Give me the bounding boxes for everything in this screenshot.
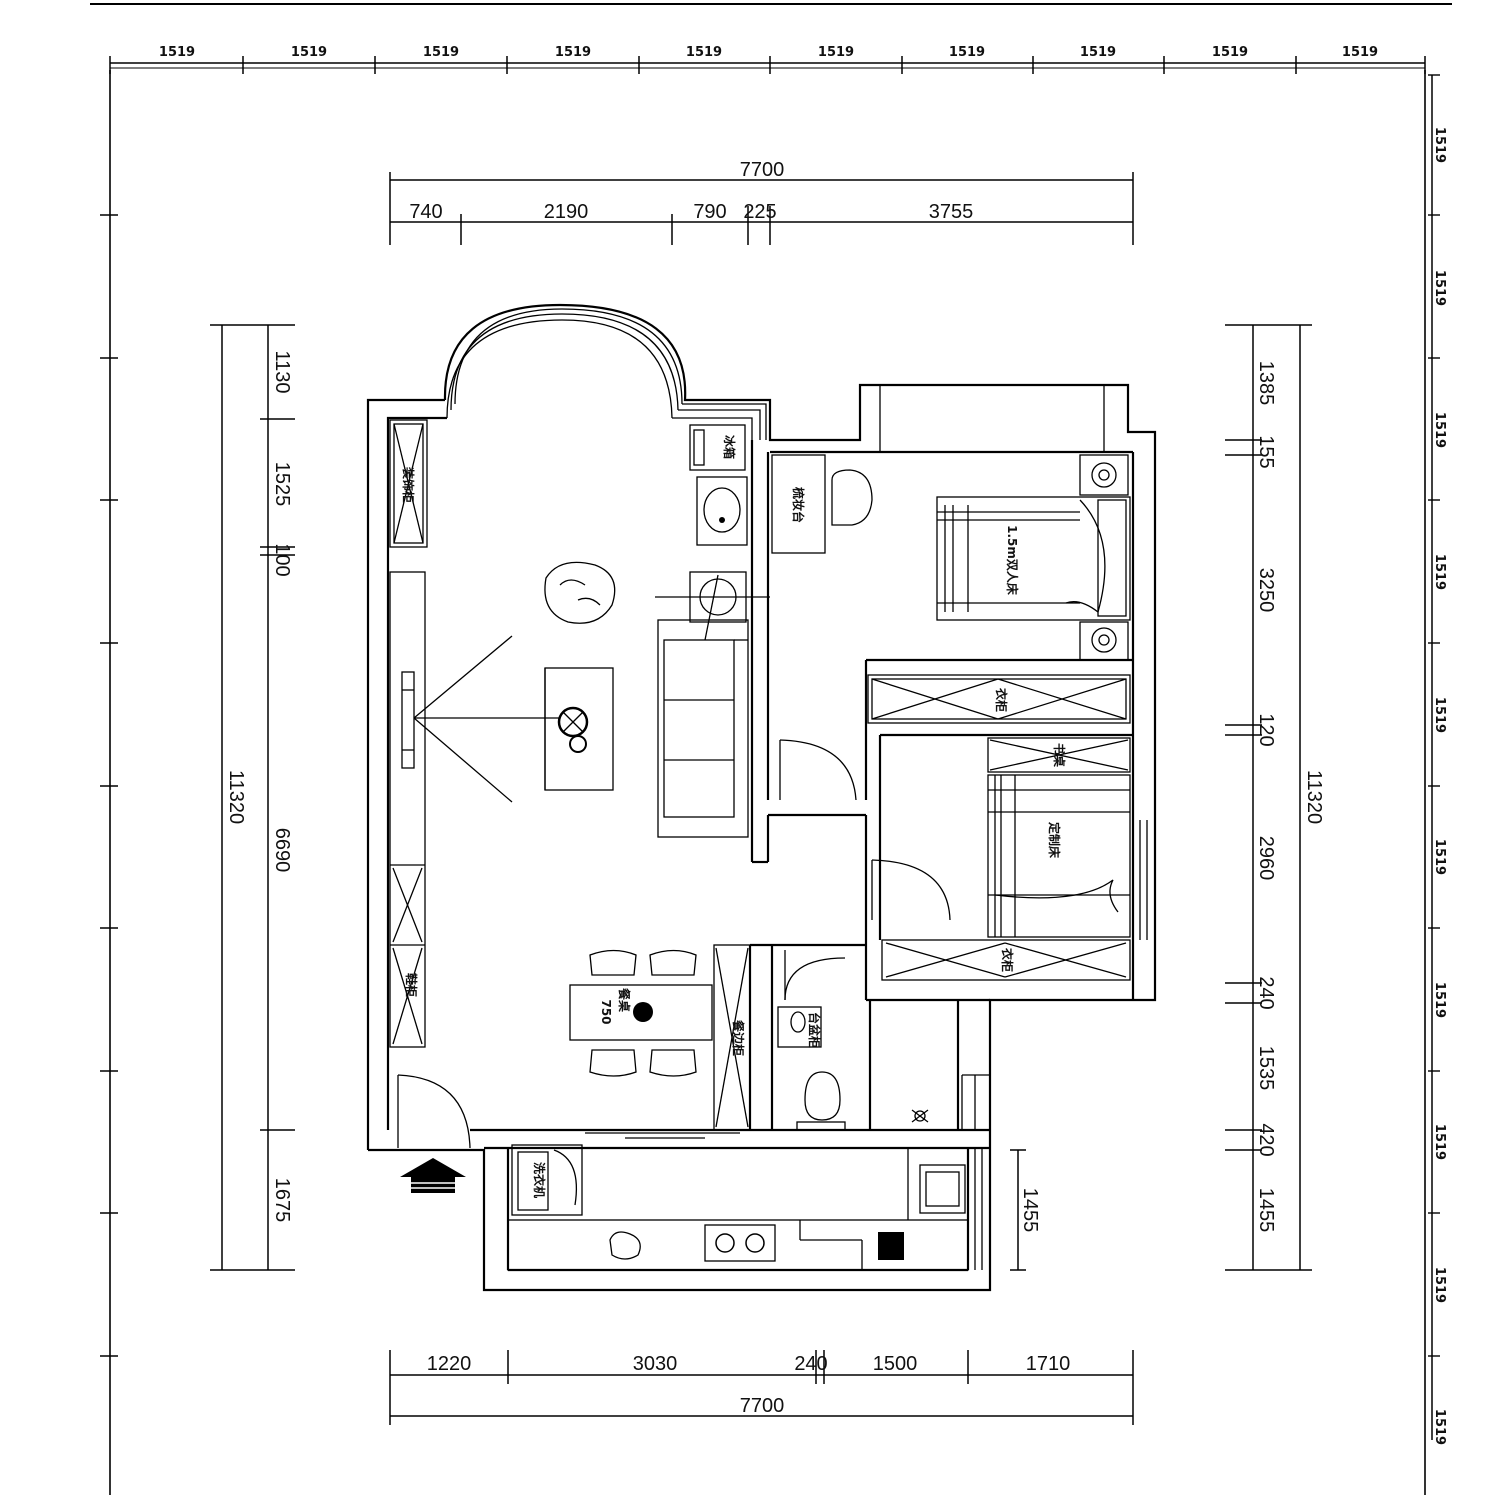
grid-label-top: 1519: [1342, 45, 1378, 60]
dining-set: [569, 949, 713, 1077]
right-dimension: 1455: [1255, 1188, 1277, 1233]
sideboard-label: 餐边柜: [731, 1020, 746, 1056]
right-dimension: 1385: [1255, 361, 1277, 406]
kitchen-right-dimension: 1455: [1019, 1188, 1041, 1233]
kitchen-dimension: [1010, 1149, 1026, 1271]
washing-machine-label: 洗衣机: [532, 1162, 547, 1198]
dressing-table: [771, 454, 873, 554]
top-dimension-chain: [389, 172, 1134, 245]
grid-label-right: 1519: [1432, 270, 1447, 306]
grid-label-right: 1519: [1432, 127, 1447, 163]
top-dimension: 3755: [929, 201, 974, 223]
kitchen-fixtures: [507, 1144, 969, 1271]
top-total-dimension: 7700: [740, 159, 785, 181]
left-total-dimension: 11320: [225, 770, 247, 824]
shoe-cabinet-label: 鞋柜: [404, 973, 419, 997]
wardrobe-lower-label: 衣柜: [1000, 948, 1015, 972]
entry-door: [397, 1074, 471, 1149]
right-dimension: 1535: [1255, 1046, 1277, 1091]
grid-label-right: 1519: [1432, 697, 1447, 733]
bottom-total-dimension: 7700: [740, 1395, 785, 1417]
second-bedroom-furniture: [987, 737, 1131, 938]
dining-size-label: 750: [599, 999, 613, 1024]
bottom-dimension-chain: [389, 1350, 1134, 1425]
wardrobe-lower: [881, 939, 1131, 981]
bottom-dimension: 240: [794, 1353, 827, 1375]
top-dimension: 790: [693, 201, 726, 223]
grid-label-right: 1519: [1432, 1124, 1447, 1160]
grid-label-top: 1519: [1080, 45, 1116, 60]
top-grid-ruler: 1519 1519 1519 1519 1519 1519 1519 1519 …: [109, 45, 1426, 74]
dressing-table-label: 梳妆台: [791, 487, 806, 523]
left-dimension: 6690: [271, 828, 293, 873]
small-appliance: [689, 424, 746, 471]
bathroom-fixtures: [777, 1006, 929, 1131]
decorative-cabinet-label: 装饰柜: [401, 466, 416, 503]
master-bed-label: 1.5m双人床: [1005, 525, 1020, 596]
left-dimension: 1525: [271, 462, 293, 507]
right-grid-ruler: 1519 1519 1519 1519 1519 1519 1519 1519 …: [1428, 74, 1447, 1445]
vanity-label: 台盆柜: [807, 1012, 822, 1048]
grid-label-top: 1519: [1212, 45, 1248, 60]
kid-bed-label: 定制床: [1047, 822, 1062, 859]
tv-wall-cabinet: [389, 571, 560, 1048]
right-total-dimension: 11320: [1303, 770, 1325, 824]
right-dimension: 2960: [1255, 836, 1277, 881]
right-dimension: 3250: [1255, 568, 1277, 613]
left-dimension: 1675: [271, 1178, 293, 1223]
walls: [366, 303, 1157, 1292]
wash-basin: [696, 476, 748, 546]
grid-label-top: 1519: [159, 45, 195, 60]
right-dimension: 120: [1255, 713, 1277, 746]
grid-label-right: 1519: [1432, 1267, 1447, 1303]
entry-arrow-icon: [400, 1158, 466, 1193]
right-dimension: 155: [1255, 435, 1277, 468]
grid-label-top: 1519: [291, 45, 327, 60]
right-dimension: 420: [1255, 1123, 1277, 1156]
right-dimension: 240: [1255, 976, 1277, 1009]
grid-label-right: 1519: [1432, 1409, 1447, 1445]
sideboard: [713, 944, 751, 1131]
top-dimension: 225: [743, 201, 776, 223]
master-bed: [936, 454, 1131, 661]
grid-label-right: 1519: [1432, 554, 1447, 590]
left-dimension: 1130: [271, 350, 293, 393]
bedroom-doors: [779, 739, 951, 1001]
grid-label-top: 1519: [686, 45, 722, 60]
wardrobe-upper-label: 衣柜: [994, 688, 1009, 712]
bottom-dimension: 1500: [873, 1353, 918, 1375]
decorative-cabinet: [389, 419, 428, 548]
coffee-table: [544, 667, 614, 791]
top-dimension: 2190: [544, 201, 589, 223]
side-table: [655, 571, 770, 641]
drawing-frame: [90, 3, 1452, 1495]
fridge-top-label: 冰箱: [722, 435, 737, 459]
left-dimension-chain: [210, 324, 295, 1271]
grid-label-top: 1519: [423, 45, 459, 60]
grid-label-right: 1519: [1432, 839, 1447, 875]
wardrobe-upper: [867, 674, 1131, 724]
bottom-dimension: 3030: [633, 1353, 678, 1375]
bottom-dimension: 1710: [1026, 1353, 1071, 1375]
grid-label-right: 1519: [1432, 982, 1447, 1018]
grid-label-top: 1519: [818, 45, 854, 60]
top-dimension: 740: [409, 201, 442, 223]
left-dimension: 100: [271, 543, 293, 576]
sofa: [657, 619, 749, 838]
kitchen-sliding-door: [585, 1132, 740, 1139]
bottom-dimension: 1220: [427, 1353, 472, 1375]
grid-label-right: 1519: [1432, 412, 1447, 448]
desk-label: 书桌: [1052, 743, 1067, 768]
grid-label-top: 1519: [949, 45, 985, 60]
left-grid-ticks: [100, 214, 118, 1357]
armchair: [544, 561, 616, 624]
right-dimension-chain: [1225, 324, 1312, 1271]
grid-label-top: 1519: [555, 45, 591, 60]
dining-table-label: 餐桌: [617, 988, 632, 1013]
